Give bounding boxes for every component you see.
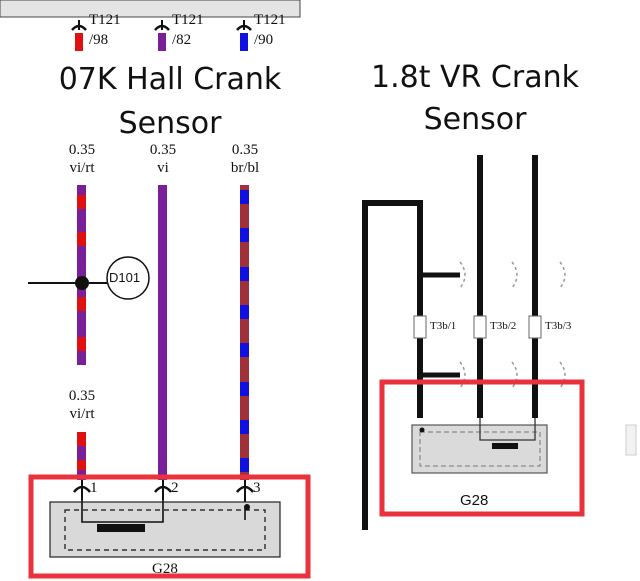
connector-label-3: T3b/3 [545,320,572,332]
lower-wire-gauge: 0.35 [68,388,96,404]
right-title-line1: 1.8t VR Crank [371,60,579,95]
left-diagram: T121 /98 T121 /82 T121 /90 07K Hall Cran… [0,0,311,579]
splice-label: D101 [109,270,141,285]
connector-box-2 [473,315,487,339]
left-title-line2: Sensor [118,106,222,141]
left-highlight-box [28,474,311,579]
shield-arc-1 [459,261,466,289]
right-title-line2: Sensor [423,102,527,137]
sensor-body [49,501,281,558]
top-wire-red [75,33,83,51]
shield-wire [362,200,423,530]
wire-gauge-1: 0.35 [68,142,96,158]
top-wire-violet [158,33,166,51]
shield-arc-6 [559,361,566,389]
wire-code-2: vi [157,160,169,176]
right-diagram: 1.8t VR Crank Sensor T3b/1 T3b/2 T3b/3 G… [330,0,640,581]
vr-coil [492,443,518,449]
wire-gauge-3: 0.35 [231,142,259,158]
shield-arc-5 [511,361,518,389]
top-conn-label-3: T121 [254,12,286,28]
edge-fragment [625,424,637,456]
wire-code-3: br/bl [230,160,260,176]
right-wiring-svg [362,155,637,530]
top-connector-82 [154,20,170,51]
wire-br-bl [240,185,249,480]
sensor-inner-dashed [64,509,266,551]
connector-box-1 [413,315,427,339]
top-pin-label-2: /82 [172,32,192,48]
connector-label-1: T3b/1 [430,320,457,332]
hall-element [97,524,145,532]
left-title-line1: 07K Hall Crank [58,62,282,97]
wire-code-1: vi/rt [69,160,95,176]
right-highlight-box [379,379,585,517]
top-pin-label-3: /90 [254,32,274,48]
sensor-pin-label-3: 3 [253,480,261,496]
connector-label-2: T3b/2 [490,320,517,332]
right-component-label: G28 [460,492,489,509]
top-connector-98 [71,20,87,51]
splice-circle [106,256,150,300]
splice-dot [75,276,89,290]
top-conn-label-2: T121 [172,12,204,28]
left-component-label: G28 [152,561,178,577]
top-connector-90 [236,20,252,51]
top-bus-bar [0,0,301,18]
left-wiring-svg [0,0,311,579]
sensor-pin-label-1: 1 [90,480,98,496]
top-conn-label-1: T121 [89,12,121,28]
top-pin-label-1: /98 [89,32,109,48]
wire-vi [158,185,167,480]
shield-arc-3 [559,261,566,289]
top-wire-blue [240,33,248,51]
wire-gauge-2: 0.35 [149,142,177,158]
lower-wire-code: vi/rt [69,406,95,422]
shield-arc-4 [459,361,466,389]
shield-arc-2 [511,261,518,289]
sensor-internal-wiring [81,500,164,523]
wire-vi-rt [77,185,86,480]
sensor-pin-label-2: 2 [171,480,179,496]
connector-box-3 [528,315,542,339]
